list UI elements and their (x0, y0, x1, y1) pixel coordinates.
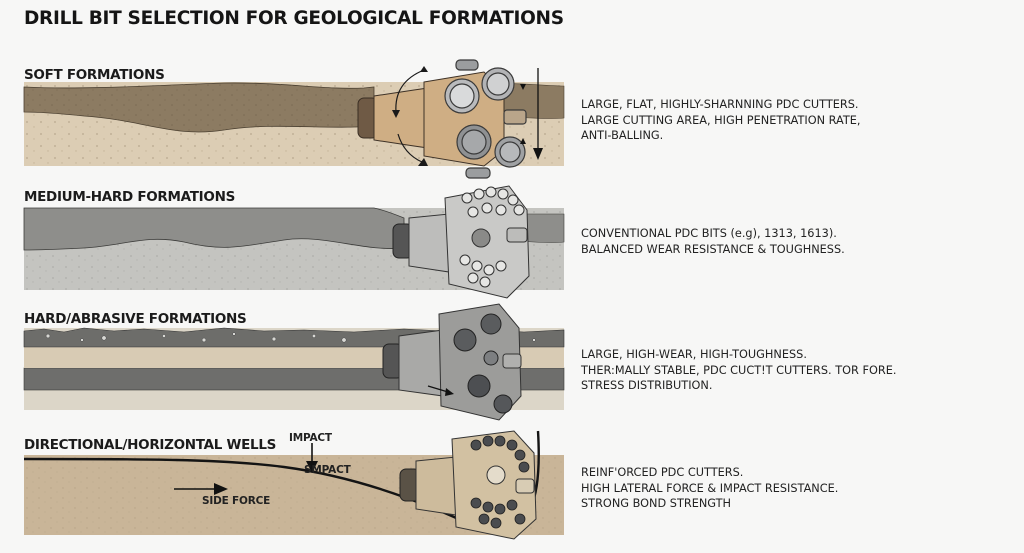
section-label-soft: SOFT FORMATIONS (24, 67, 165, 83)
medium-upper-layer (23, 207, 405, 251)
hard-abrasive-drill-bit (382, 303, 522, 421)
description-line: REINF'ORCED PDC CUTTERS. (581, 466, 744, 479)
description-line: LARGE, FLAT, HIGHLY-SHARNNING PDC CUTTER… (581, 98, 859, 111)
medium-hard-formation-panel (23, 185, 565, 299)
rotation-arrows-icon (392, 66, 428, 166)
description-line: LARGE, HIGH-WEAR, HIGH-TOUGHNESS. (581, 348, 807, 361)
soft-formation-panel (23, 59, 565, 179)
rubble-pebbles (45, 332, 536, 343)
directional-drill-bit (399, 430, 537, 540)
pdc-cutters (444, 59, 527, 179)
side-force-arrow-icon (174, 483, 228, 495)
impact-label: IMPACT (289, 432, 332, 444)
hard-abrasive-formation-panel (23, 303, 565, 421)
pdc-cutters (453, 313, 513, 414)
description-line: THER:MALLY STABLE, PDC CUCT!T CUTTERS. T… (581, 363, 897, 377)
medium-hard-drill-bit (392, 185, 530, 299)
diagram-title: DRILL BIT SELECTION FOR GEOLOGICAL FORMA… (24, 8, 564, 29)
description-line: ANTI-BALLING. (581, 129, 664, 142)
side-force-label: SIDE FORCE (202, 495, 271, 507)
description-line: HIGH LATERAL FORCE & IMPACT RESISTANCE. (581, 481, 839, 495)
pdc-cutters (470, 435, 530, 529)
section-label-directional: DIRECTIONAL/HORIZONTAL WELLS (24, 437, 277, 453)
description-line: CONVENTIONAL PDC BITS (e.g), 1313, 1613)… (581, 227, 837, 240)
downward-force-arrow-icon (520, 68, 543, 160)
directional-description: REINF'ORCED PDC CUTTERS. HIGH LATERAL FO… (581, 465, 838, 512)
soft-formation-drill-bit (357, 59, 527, 179)
description-line: BALANCED WEAR RESISTANCE & TOUGHNESS. (581, 242, 845, 256)
smpact-label: SMPACT (304, 464, 351, 476)
section-label-medium-hard: MEDIUM-HARD FORMATIONS (24, 189, 235, 205)
medium-hard-description: CONVENTIONAL PDC BITS (e.g), 1313, 1613)… (581, 226, 845, 257)
soft-formation-description: LARGE, FLAT, HIGHLY-SHARNNING PDC CUTTER… (581, 97, 861, 144)
description-line: LARGE CUTTING AREA, HIGH PENETRATION RAT… (581, 113, 861, 127)
hard-arrow-icon (427, 385, 454, 396)
hard-abrasive-description: LARGE, HIGH-WEAR, HIGH-TOUGHNESS. THER:M… (581, 347, 896, 394)
section-label-hard-abrasive: HARD/ABRASIVE FORMATIONS (24, 311, 247, 327)
pdc-cutters (459, 186, 525, 288)
impact-arrow-icon (306, 443, 318, 473)
directional-well-panel: IMPACT SMPACT SIDE FORCE (23, 430, 564, 540)
description-line: STRONG BOND STRENGTH (581, 497, 732, 510)
description-line: STRESS DISTRIBUTION. (581, 379, 713, 392)
